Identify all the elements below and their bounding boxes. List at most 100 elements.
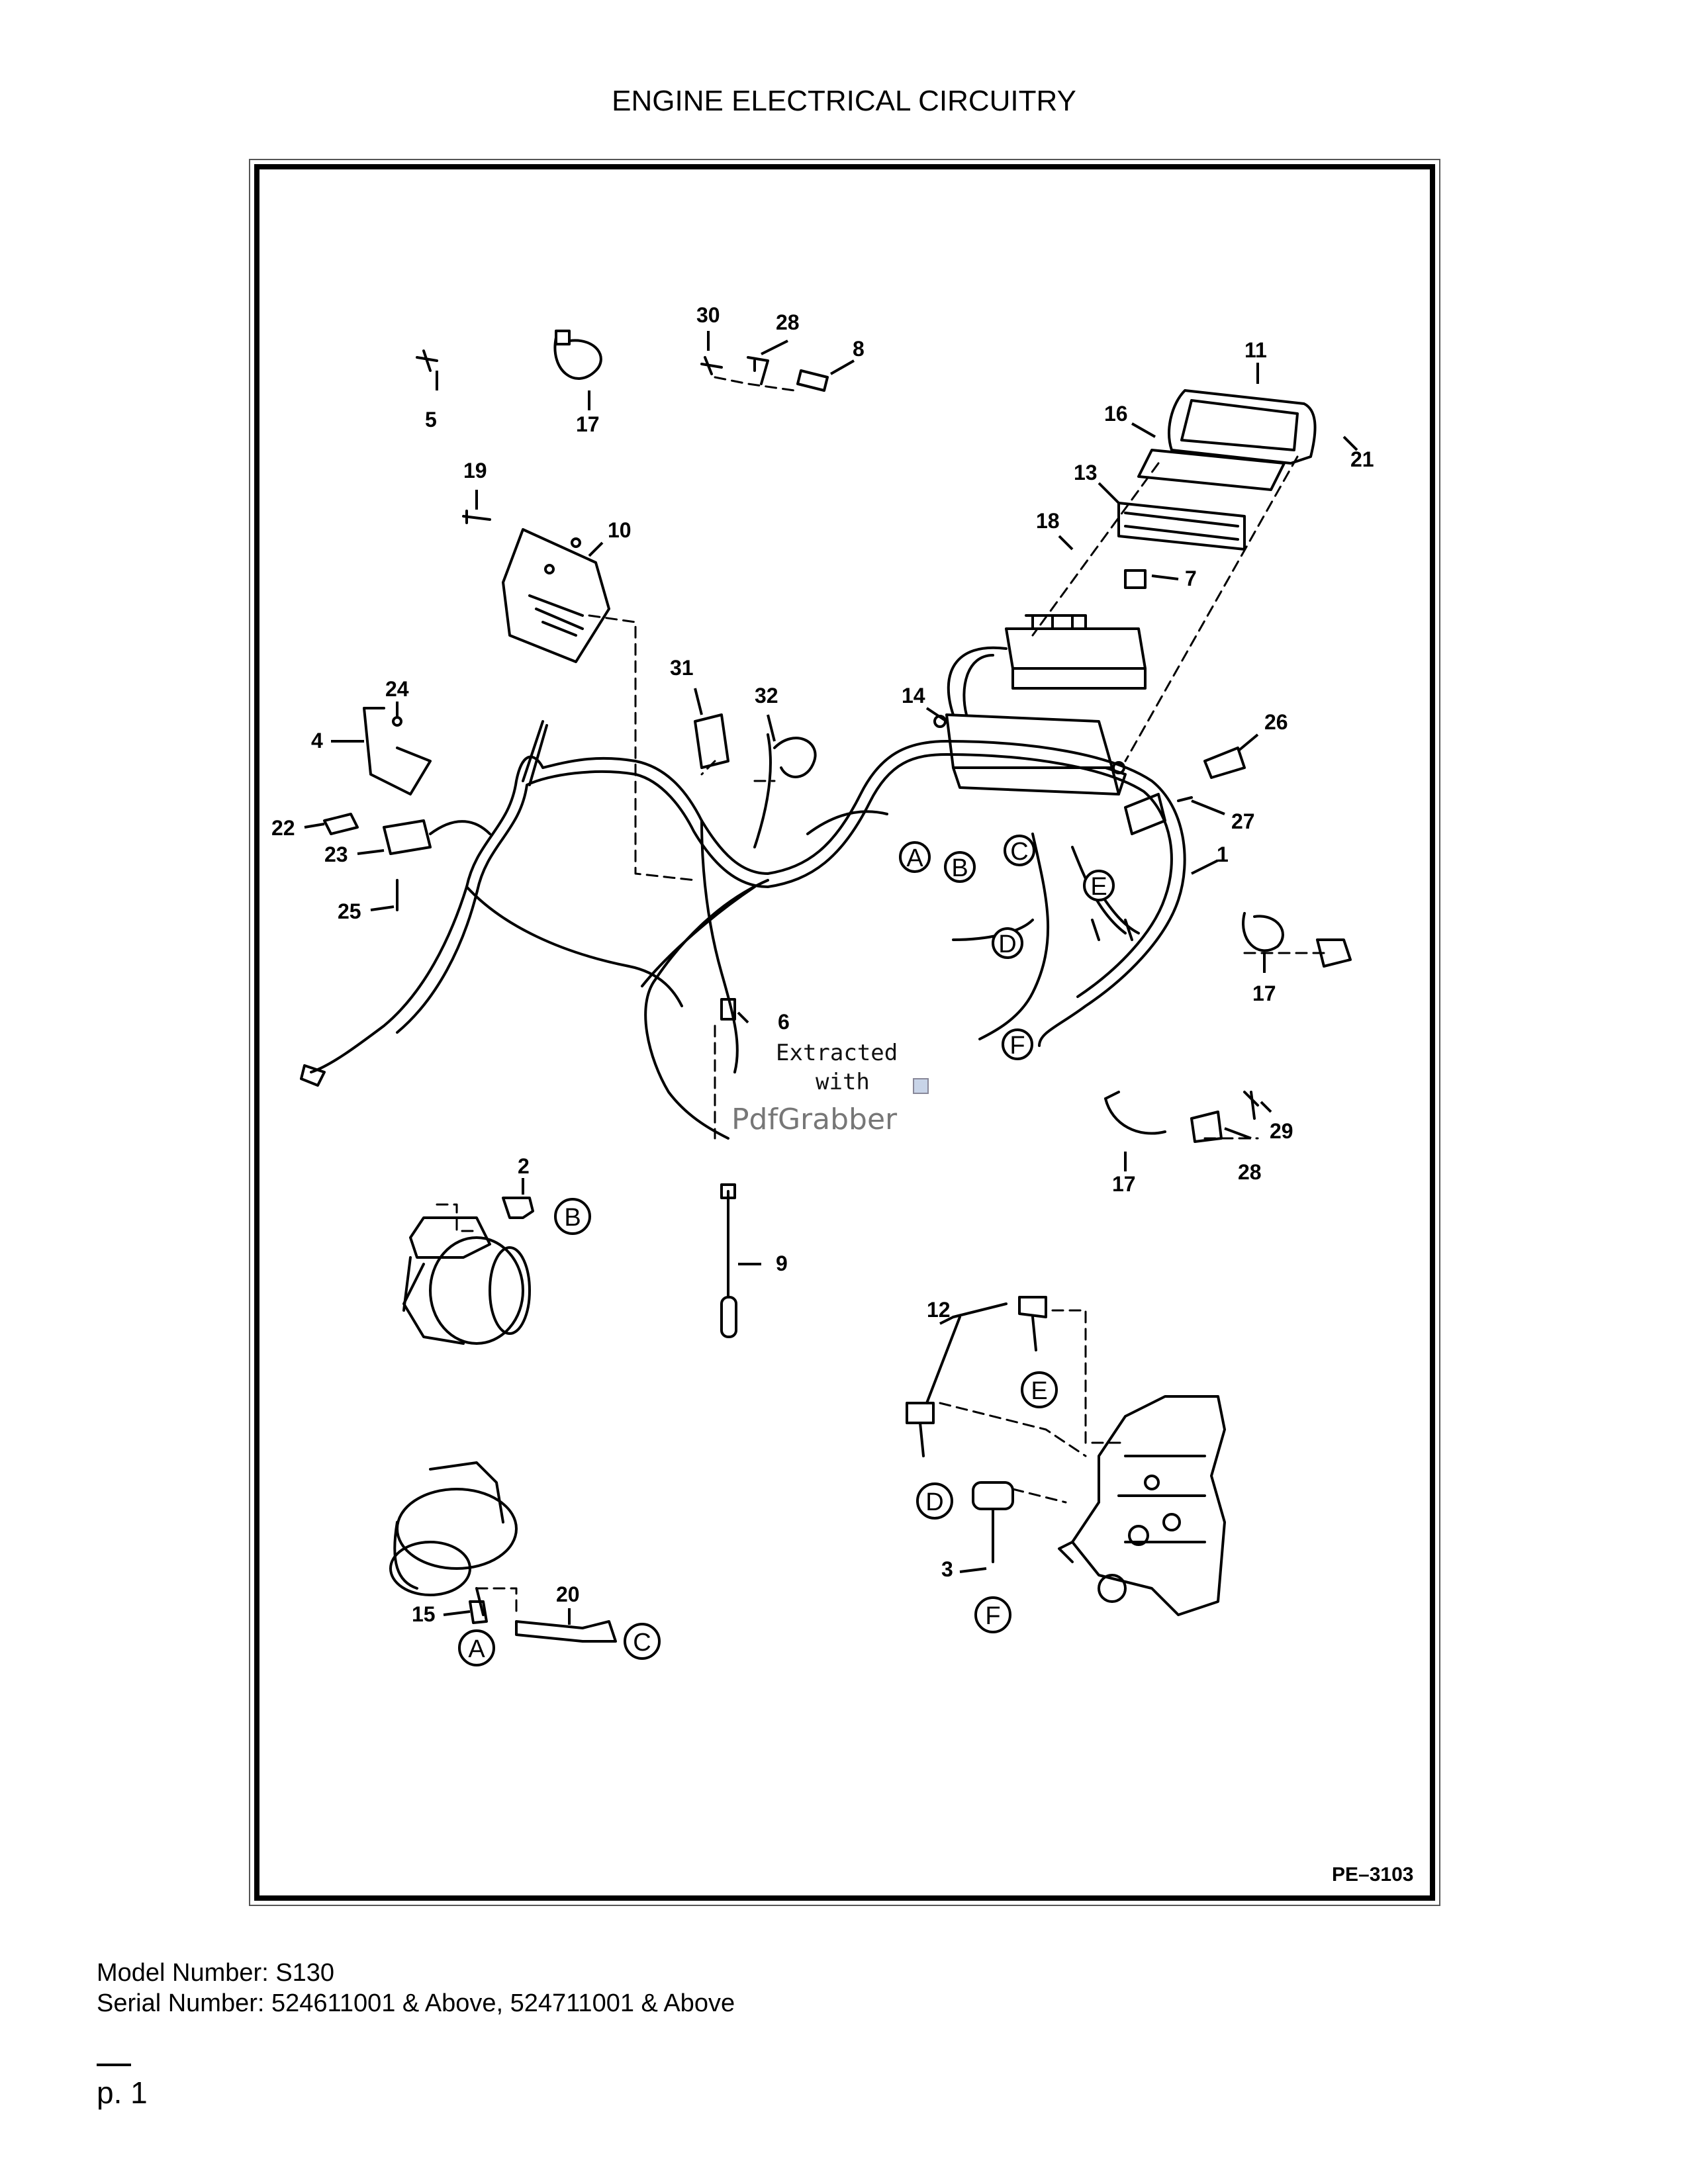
connector-letter: D — [925, 1488, 943, 1516]
part-number: 8 — [853, 337, 865, 361]
fitting-15 — [469, 1600, 488, 1624]
clamp-17-lower — [1104, 1091, 1166, 1135]
hardware-30-28-8 — [700, 356, 829, 392]
bracket-28-lower — [1190, 1111, 1223, 1143]
part-number: 27 — [1231, 809, 1255, 833]
relay-7-shape — [1124, 569, 1147, 589]
part-number: 22 — [271, 816, 295, 840]
sender-2 — [502, 1197, 534, 1219]
connector-letters: A B C D E F A B C D E F — [468, 838, 1107, 1663]
part-number: 31 — [670, 656, 694, 680]
cover-11 — [1168, 389, 1317, 465]
part-number: 28 — [776, 310, 800, 334]
clamp-17-top — [553, 330, 602, 380]
main-harness — [310, 720, 1186, 1140]
screw-5 — [416, 349, 438, 372]
figure-frame — [254, 164, 1435, 1901]
part-22 — [323, 813, 359, 835]
connector-letter: B — [564, 1204, 581, 1232]
part-number: 11 — [1244, 338, 1267, 362]
connector-31 — [694, 713, 729, 769]
nut-24 — [392, 716, 402, 727]
part-number: 9 — [776, 1251, 788, 1275]
part-callouts: 1 2 3 4 5 6 7 8 9 10 11 12 13 14 15 16 1… — [271, 303, 1374, 1626]
part-number: 17 — [576, 412, 600, 436]
connector-letter: C — [1010, 838, 1028, 866]
oil-filter-upper — [402, 1216, 531, 1345]
connector-27 — [1124, 793, 1193, 835]
connector-32 — [773, 737, 817, 778]
connector-letter: F — [985, 1602, 1000, 1630]
injection-pump — [1058, 1395, 1226, 1616]
connector-letter: F — [1009, 1032, 1025, 1060]
sensor-20 — [515, 1620, 617, 1643]
bracket-4 — [363, 707, 432, 796]
part-number: 10 — [608, 518, 632, 542]
part-number: 7 — [1185, 567, 1197, 590]
part-number: 17 — [1252, 981, 1276, 1005]
part-number: 15 — [412, 1602, 436, 1626]
oil-filter-lower — [389, 1461, 518, 1616]
bolt-29 — [1243, 1091, 1259, 1120]
part-number: 14 — [902, 684, 925, 707]
callout-leaders — [304, 331, 1358, 1625]
connector-letter: B — [951, 854, 968, 882]
connector-letter: C — [633, 1629, 651, 1657]
sender-6 — [720, 998, 736, 1021]
assembly-dashes — [436, 376, 1325, 1616]
watermark-line3: PdfGrabber — [731, 1103, 898, 1136]
part-number: 13 — [1074, 461, 1098, 484]
footer-info: Model Number: S130 Serial Number: 524611… — [97, 1958, 735, 2019]
sensor-9 — [720, 1183, 737, 1338]
bolt-19 — [462, 510, 491, 524]
control-module-10 — [502, 528, 610, 663]
part-number: 25 — [338, 899, 361, 923]
part-number: 3 — [941, 1557, 953, 1581]
figure-reference: PE–3103 — [1332, 1864, 1413, 1886]
part-number: 23 — [324, 842, 348, 866]
relay-module — [947, 614, 1147, 716]
watermark-line1: Extracted — [776, 1040, 898, 1066]
page-divider — [97, 2064, 131, 2066]
fuse-box-14 — [933, 713, 1127, 796]
part-number: 16 — [1104, 402, 1128, 426]
watermark: Extracted with PdfGrabber — [731, 1040, 929, 1136]
solenoid-3 — [972, 1481, 1014, 1563]
page-number: p. 1 — [97, 2075, 148, 2110]
part-number: 21 — [1350, 447, 1374, 471]
part-number: 1 — [1217, 842, 1229, 866]
fuse-strip-13 — [1117, 502, 1246, 551]
serial-number: Serial Number: 524611001 & Above, 524711… — [97, 1989, 735, 2017]
part-number: 26 — [1264, 710, 1288, 734]
connector-letter: A — [468, 1635, 485, 1663]
model-number: Model Number: S130 — [97, 1959, 335, 1987]
clamp-17-right — [1242, 912, 1284, 952]
part-number: 29 — [1270, 1119, 1293, 1143]
connector-letter: E — [1031, 1377, 1047, 1405]
part-number: 32 — [755, 684, 778, 707]
part-number: 12 — [927, 1298, 951, 1322]
page-title: ENGINE ELECTRICAL CIRCUITRY — [612, 85, 1076, 117]
part-number: 19 — [463, 459, 487, 482]
connector-letter: A — [906, 844, 923, 872]
relay-23 — [383, 819, 491, 855]
part-number: 20 — [556, 1582, 580, 1606]
connector-markers — [458, 835, 1115, 1666]
gasket-16-shape — [1137, 449, 1286, 491]
part-number: 4 — [311, 729, 323, 752]
part-number: 28 — [1238, 1160, 1262, 1184]
connector-letter: E — [1090, 873, 1107, 901]
part-number: 5 — [425, 408, 437, 432]
part-number: 24 — [385, 677, 409, 701]
part-number: 30 — [696, 303, 720, 327]
part-number: 6 — [778, 1010, 790, 1034]
cap-26 — [1203, 747, 1246, 779]
watermark-icon — [913, 1078, 929, 1094]
connector-letter: D — [998, 931, 1016, 958]
part-number: 17 — [1112, 1172, 1136, 1196]
watermark-line2: with — [816, 1069, 870, 1095]
part-number: 2 — [518, 1154, 530, 1178]
part-number: 18 — [1036, 509, 1060, 533]
glow-plugs-12 — [906, 1296, 1047, 1457]
